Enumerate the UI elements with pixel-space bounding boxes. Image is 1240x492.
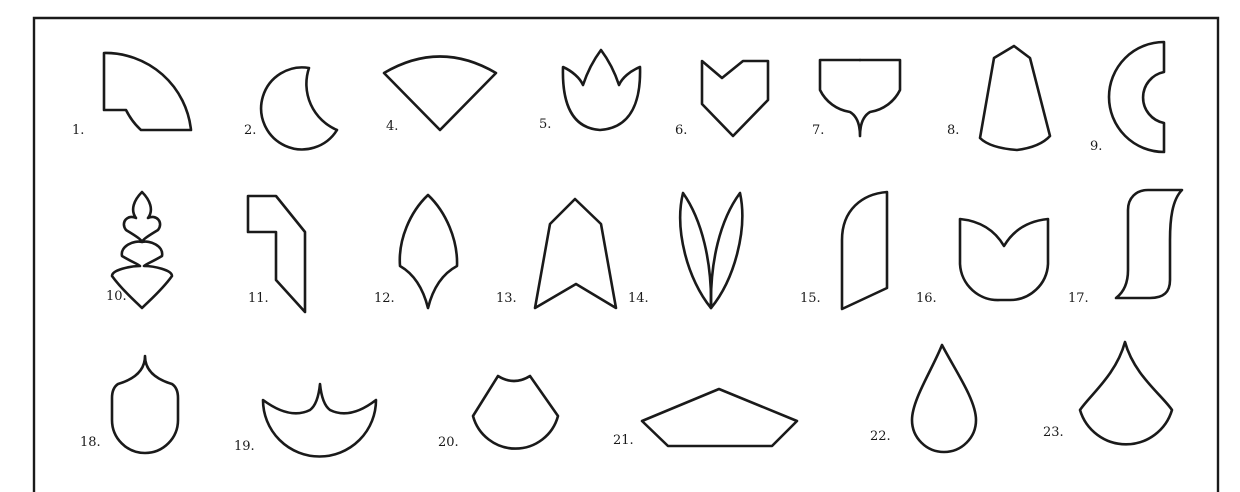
shape-label: 2. [244, 123, 256, 138]
shape-label: 10. [106, 289, 127, 304]
s-curve-panel-shape [1116, 190, 1182, 298]
shape-23: 23. [1043, 342, 1172, 444]
c-ring-shape [1109, 42, 1164, 152]
flat-pentagon-shape [642, 389, 797, 446]
shape-label: 12. [374, 291, 395, 306]
shape-1: 1. [72, 53, 191, 138]
shape-8: 8. [947, 46, 1050, 150]
tulip-cup-shape [960, 219, 1048, 300]
shape-19: 19. [234, 384, 376, 457]
bowl-with-point-shape [820, 60, 900, 136]
shape-label: 13. [496, 291, 517, 306]
shape-label: 9. [1090, 139, 1102, 154]
shape-22: 22. [870, 345, 976, 452]
shape-10: 10. [106, 192, 172, 308]
shape-label: 5. [539, 117, 551, 132]
shape-6: 6. [675, 61, 768, 138]
shape-label: 23. [1043, 425, 1064, 440]
tulip-shape [563, 50, 640, 130]
shape-20: 20. [438, 376, 558, 450]
shape-label: 15. [800, 291, 821, 306]
onion-dome-shape [1080, 342, 1172, 444]
pointed-leaf-shape [400, 195, 457, 308]
shape-16: 16. [916, 219, 1048, 306]
arrowhead-shape [535, 199, 616, 308]
teardrop-shape [912, 345, 976, 452]
shape-label: 11. [248, 291, 269, 306]
shape-label: 1. [72, 123, 84, 138]
shape-label: 16. [916, 291, 937, 306]
shape-label: 20. [438, 435, 459, 450]
shape-2: 2. [244, 67, 337, 149]
double-leaf-shape-right [711, 193, 742, 308]
shape-label: 14. [628, 291, 649, 306]
slanted-panel-shape [842, 192, 887, 309]
shape-14: 14. [628, 193, 742, 308]
shape-4: 4. [384, 57, 496, 135]
notched-bowl-shape [473, 376, 558, 449]
shape-18: 18. [80, 356, 178, 453]
frame-border [34, 18, 1218, 492]
shape-label: 19. [234, 439, 255, 454]
shape-17: 17. [1068, 190, 1182, 306]
shape-15: 15. [800, 192, 887, 309]
shape-9: 9. [1090, 42, 1164, 154]
shape-label: 21. [613, 433, 634, 448]
shape-21: 21. [613, 389, 797, 448]
gem-shape [980, 46, 1050, 150]
shape-5: 5. [539, 50, 640, 132]
shape-label: 6. [675, 123, 687, 138]
shape-label: 4. [386, 119, 398, 134]
shape-label: 8. [947, 123, 959, 138]
crescent-moon-shape [261, 67, 337, 149]
shape-label: 7. [812, 123, 824, 138]
shape-label: 18. [80, 435, 101, 450]
shape-13: 13. [496, 199, 616, 308]
shape-11: 11. [248, 196, 305, 312]
fan-sector-shape [384, 57, 496, 131]
shape-12: 12. [374, 195, 457, 308]
crown-bowl-shape [263, 384, 376, 457]
shield-shape [112, 356, 178, 453]
shape-7: 7. [812, 60, 900, 138]
shape-label: 22. [870, 429, 891, 444]
chevron-shape [702, 61, 768, 136]
quarter-circle-shape [104, 53, 191, 130]
shape-label: 17. [1068, 291, 1089, 306]
double-leaf-shape [680, 193, 711, 308]
